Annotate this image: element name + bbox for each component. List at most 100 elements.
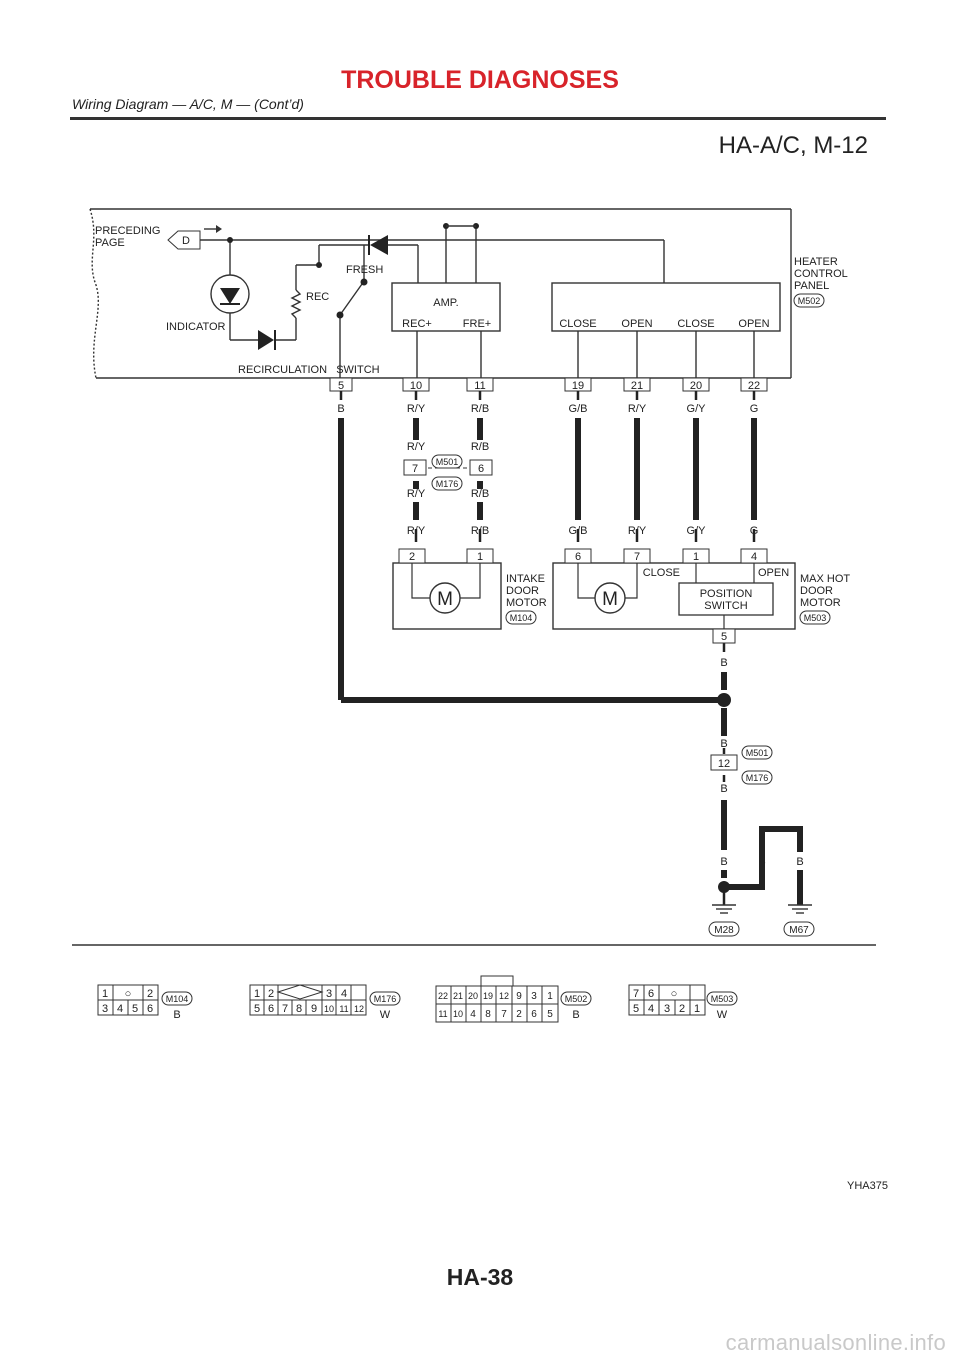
motor-icon: M <box>429 582 461 614</box>
svg-text:B: B <box>572 1009 579 1021</box>
svg-text:11: 11 <box>438 1009 447 1019</box>
svg-text:6: 6 <box>575 551 581 563</box>
ground-icon <box>788 904 812 914</box>
svg-text:19: 19 <box>483 991 493 1001</box>
svg-text:M28: M28 <box>714 925 734 936</box>
svg-text:AMP.: AMP. <box>433 297 458 309</box>
svg-text:G/B: G/B <box>569 403 588 415</box>
motor-icon: M <box>594 582 626 614</box>
svg-text:10: 10 <box>453 1009 463 1019</box>
svg-text:D: D <box>182 235 190 247</box>
fresh-diode-icon <box>368 235 388 255</box>
svg-text:HEATER: HEATER <box>794 256 838 268</box>
pin-21: 21 <box>623 377 651 392</box>
svg-text:B: B <box>173 1009 180 1021</box>
svg-text:4: 4 <box>117 1003 123 1015</box>
heater-pin-colors: B R/Y R/B G/B R/Y G/Y G <box>337 403 758 415</box>
harness-wires <box>338 418 803 905</box>
page-subtitle: Wiring Diagram — A/C, M — (Cont’d) <box>72 96 304 112</box>
watermark: carmanualsonline.info <box>725 1330 946 1355</box>
svg-text:B: B <box>758 856 765 868</box>
ground-splice <box>717 693 731 707</box>
svg-text:MAX HOT: MAX HOT <box>800 573 850 585</box>
recirc-switch-label: RECIRCULATION SWITCH <box>238 364 380 376</box>
svg-text:R/B: R/B <box>471 403 489 415</box>
svg-text:M: M <box>437 589 453 610</box>
svg-text:M104: M104 <box>510 613 533 623</box>
svg-text:1: 1 <box>254 988 260 1000</box>
svg-text:7: 7 <box>634 551 640 563</box>
ground-dot <box>718 881 730 893</box>
svg-text:21: 21 <box>453 991 463 1001</box>
svg-text:CLOSE: CLOSE <box>677 318 714 330</box>
pin-10: 10 <box>402 377 430 392</box>
svg-text:7: 7 <box>412 463 418 475</box>
svg-text:M176: M176 <box>746 773 769 783</box>
motor-wire-colors: R/Y R/B G/B R/Y G/Y G <box>407 525 758 537</box>
svg-text:12: 12 <box>354 1004 364 1014</box>
svg-text:DOOR: DOOR <box>800 585 833 597</box>
svg-text:R/B: R/B <box>471 488 489 500</box>
svg-text:M502: M502 <box>798 296 821 306</box>
svg-text:B: B <box>796 856 803 868</box>
svg-text:SWITCH: SWITCH <box>704 600 747 612</box>
connector-view-m176: 1 2 3 4 5 6 7 8 9 10 11 12 M176 W <box>249 984 401 1021</box>
block-to-pin-wires <box>416 331 755 378</box>
connector-view-m503: 7 6 ○ 5 4 3 2 1 M503 W <box>628 984 738 1021</box>
svg-text:W: W <box>717 1009 728 1021</box>
svg-text:R/Y: R/Y <box>407 488 426 500</box>
svg-text:6: 6 <box>478 463 484 475</box>
svg-text:R/B: R/B <box>471 525 489 537</box>
svg-text:1: 1 <box>547 991 553 1002</box>
svg-text:21: 21 <box>631 380 643 392</box>
svg-text:9: 9 <box>311 1003 317 1015</box>
ground-path-labels: B 12 M501 M176 B B B B <box>710 738 804 868</box>
pin-5: 5 <box>329 377 353 392</box>
svg-text:G/Y: G/Y <box>687 403 707 415</box>
indicator-label: INDICATOR <box>166 321 226 333</box>
svg-text:5: 5 <box>254 1003 260 1015</box>
svg-text:6: 6 <box>268 1003 274 1015</box>
svg-text:M501: M501 <box>436 457 459 467</box>
svg-text:PANEL: PANEL <box>794 280 829 292</box>
svg-text:OPEN: OPEN <box>738 318 769 330</box>
svg-text:M: M <box>602 589 618 610</box>
page-title: TROUBLE DIAGNOSES <box>341 66 619 94</box>
svg-text:R/Y: R/Y <box>628 525 647 537</box>
svg-text:MOTOR: MOTOR <box>800 597 841 609</box>
svg-text:3: 3 <box>664 1003 670 1015</box>
svg-text:B: B <box>720 657 727 669</box>
ground-labels: M28 M67 <box>708 921 815 937</box>
svg-text:○: ○ <box>125 988 132 1000</box>
heater-panel-label: HEATER CONTROL PANEL <box>794 256 848 292</box>
fresh-label: FRESH <box>346 264 383 276</box>
svg-text:22: 22 <box>438 991 448 1001</box>
svg-text:INTAKE: INTAKE <box>506 573 545 585</box>
svg-text:PRECEDING: PRECEDING <box>95 225 160 237</box>
svg-text:CONTROL: CONTROL <box>794 268 848 280</box>
header-rule <box>70 117 886 120</box>
svg-text:4: 4 <box>648 1003 654 1015</box>
svg-text:5: 5 <box>132 1003 138 1015</box>
svg-text:M502: M502 <box>565 994 588 1004</box>
svg-text:3: 3 <box>326 988 332 1000</box>
svg-text:6: 6 <box>531 1009 537 1020</box>
amp-block: AMP. REC+ FRE+ <box>391 282 501 332</box>
svg-text:5: 5 <box>721 631 727 643</box>
svg-text:R/Y: R/Y <box>628 403 647 415</box>
motor-driver-block: CLOSE OPEN CLOSE OPEN <box>551 282 781 332</box>
svg-text:10: 10 <box>410 380 422 392</box>
svg-text:9: 9 <box>516 991 522 1002</box>
svg-text:4: 4 <box>470 1009 476 1020</box>
maxhot-motor-label: MAX HOT DOOR MOTOR M503 <box>799 573 850 625</box>
svg-text:1: 1 <box>694 1003 700 1015</box>
intake-door-motor: 2 1 M <box>392 548 502 630</box>
svg-text:G/B: G/B <box>569 525 588 537</box>
svg-text:20: 20 <box>690 380 702 392</box>
svg-text:M176: M176 <box>436 479 459 489</box>
pin-22: 22 <box>740 377 768 392</box>
svg-text:B: B <box>720 856 727 868</box>
svg-text:MOTOR: MOTOR <box>506 597 547 609</box>
svg-text:19: 19 <box>572 380 584 392</box>
